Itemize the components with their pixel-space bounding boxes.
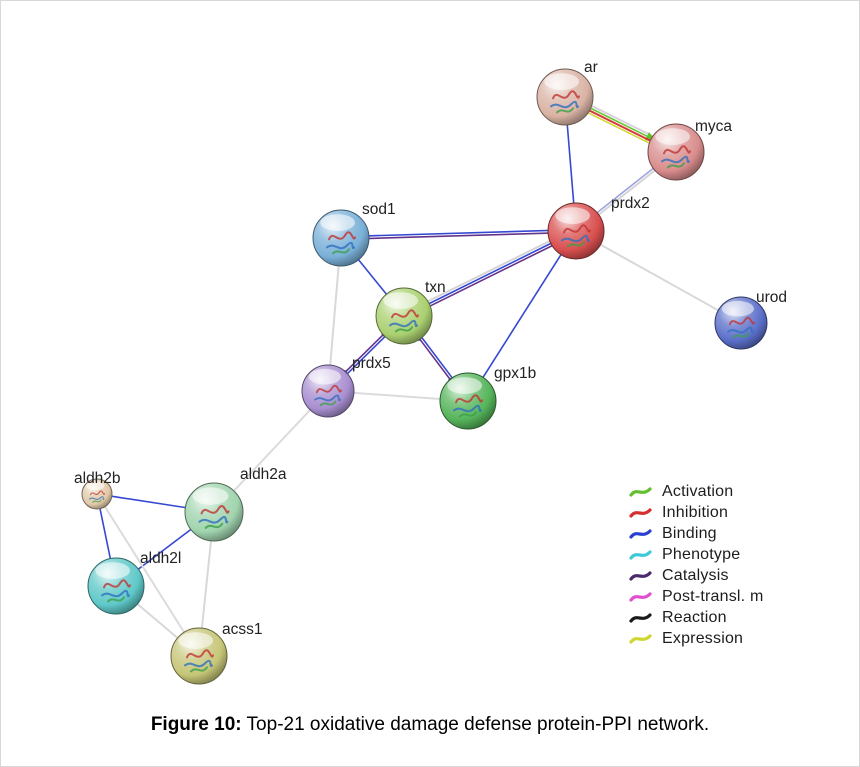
edge-txn-gpx1b: [415, 334, 455, 385]
edge-aldh2a-acss1: [200, 537, 213, 632]
legend-label: Binding: [662, 524, 717, 542]
edge-aldh2b-aldh2l: [98, 505, 112, 562]
phenotype-line-icon: [629, 549, 652, 560]
node-aldh2a: aldh2a: [184, 466, 287, 542]
node-sod1: sod1: [312, 201, 396, 267]
inhibition-line-icon: [629, 507, 652, 518]
edge-sod1-prdx5: [329, 262, 340, 369]
node-prdx5: prdx5: [301, 355, 391, 418]
catalysis-line-icon: [629, 570, 652, 581]
node-txn: txn: [375, 279, 446, 345]
node-myca: myca: [647, 118, 732, 181]
protein-structure-icon: [88, 490, 106, 503]
node-label-txn: txn: [425, 279, 446, 296]
node-label-aldh2a: aldh2a: [240, 466, 287, 483]
legend-label: Reaction: [662, 608, 727, 626]
node-label-acss1: acss1: [222, 621, 263, 638]
edge-sod1-prdx2: [366, 229, 551, 240]
legend-item-catalysis: Catalysis: [628, 565, 764, 586]
node-aldh2b: aldh2b: [74, 470, 121, 510]
protein-structure-icon: [453, 394, 483, 418]
legend-label: Phenotype: [662, 545, 741, 563]
edge-txn-prdx2: [425, 239, 555, 308]
node-label-aldh2l: aldh2l: [140, 550, 181, 567]
expression-line-icon: [629, 633, 652, 644]
reaction-line-icon: [629, 612, 652, 623]
edge-prdx5-aldh2a: [231, 407, 313, 494]
protein-structure-icon: [561, 224, 591, 248]
protein-structure-icon: [184, 649, 214, 673]
legend-label: Inhibition: [662, 503, 729, 521]
edge-sod1-txn: [356, 257, 389, 297]
legend-item-expression: Expression: [628, 628, 764, 649]
protein-structure-icon: [727, 316, 755, 339]
edge-prdx2-gpx1b: [481, 252, 563, 380]
node-acss1: acss1: [170, 621, 263, 685]
figure-caption: Figure 10: Top-21 oxidative damage defen…: [0, 714, 860, 736]
legend-item-post-translational: Post-transl. m: [628, 586, 764, 607]
node-label-sod1: sod1: [362, 201, 396, 218]
legend-label: Activation: [662, 482, 734, 500]
node-label-gpx1b: gpx1b: [494, 365, 536, 382]
legend-label: Post-transl. m: [662, 587, 764, 605]
node-label-aldh2b: aldh2b: [74, 470, 121, 487]
legend-item-binding: Binding: [628, 523, 764, 544]
figure-caption-text: Top-21 oxidative damage defense protein-…: [241, 714, 710, 735]
edge-ar-myca: [585, 104, 656, 148]
edge-type-legend: Activation Inhibition Binding Phenotype …: [628, 481, 764, 649]
node-label-myca: myca: [695, 118, 732, 135]
legend-item-reaction: Reaction: [628, 607, 764, 628]
edge-aldh2b-aldh2a: [109, 495, 189, 509]
node-label-prdx2: prdx2: [611, 195, 650, 212]
protein-structure-icon: [389, 309, 419, 333]
edge-aldh2b-acss1: [102, 504, 187, 635]
edge-myca-prdx2: [594, 166, 658, 217]
protein-structure-icon: [550, 90, 580, 114]
nodes-layer: ar myca prdx2 sod1 txn urod prdx5 gpx1b aldh2b al…: [74, 59, 787, 685]
edge-aldh2a-aldh2l: [135, 527, 194, 572]
protein-structure-icon: [314, 384, 342, 407]
edges-layer: [98, 104, 722, 641]
legend-label: Catalysis: [662, 566, 729, 584]
protein-structure-icon: [661, 145, 691, 169]
node-label-ar: ar: [584, 59, 598, 76]
protein-structure-icon: [198, 505, 230, 529]
legend-item-inhibition: Inhibition: [628, 502, 764, 523]
figure-number: Figure 10:: [150, 714, 242, 735]
node-aldh2l: aldh2l: [87, 550, 181, 615]
edge-aldh2l-acss1: [134, 601, 181, 641]
node-prdx2: prdx2: [547, 195, 650, 260]
node-label-urod: urod: [756, 289, 787, 306]
post-translational-line-icon: [629, 591, 652, 602]
edge-prdx2-urod: [597, 242, 722, 313]
edge-prdx5-gpx1b: [350, 391, 444, 401]
activation-line-icon: [629, 486, 652, 497]
node-urod: urod: [714, 289, 787, 350]
binding-line-icon: [629, 528, 652, 539]
edge-ar-prdx2: [566, 122, 575, 206]
node-ar: ar: [536, 59, 598, 126]
legend-label: Expression: [662, 629, 744, 647]
legend-item-activation: Activation: [628, 481, 764, 502]
legend-item-phenotype: Phenotype: [628, 544, 764, 565]
protein-structure-icon: [101, 579, 131, 603]
ppi-network-diagram: ar myca prdx2 sod1 txn urod prdx5 gpx1b aldh2b al…: [74, 59, 787, 685]
node-label-prdx5: prdx5: [352, 355, 391, 372]
node-gpx1b: gpx1b: [439, 365, 536, 430]
protein-structure-icon: [326, 231, 356, 255]
